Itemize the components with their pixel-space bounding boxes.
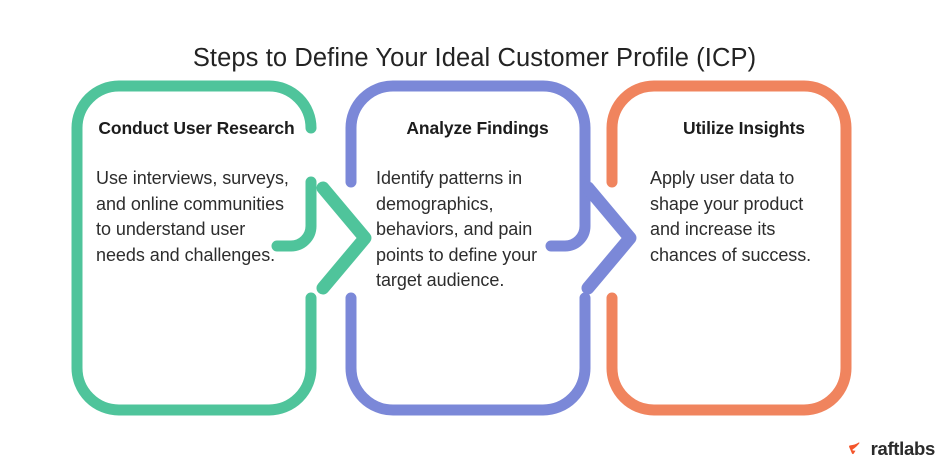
raftlabs-flag-icon [848,441,859,454]
step-card-content: Utilize Insights Apply user data to shap… [612,86,846,410]
step-card-heading: Utilize Insights [683,118,805,138]
step-card-heading: Analyze Findings [406,118,549,138]
step-card-description: Identify patterns in demographics, behav… [376,168,538,291]
step-card-description: Use interviews, surveys, and online comm… [96,168,289,265]
step-card-heading: Conduct User Research [98,118,295,138]
step-card-analyze-findings[interactable]: Analyze Findings Identify patterns in de… [345,80,591,416]
step-card-conduct-user-research[interactable]: Conduct User Research Use interviews, su… [71,80,317,416]
step-card-content: Analyze Findings Identify patterns in de… [351,86,585,410]
step-card-content: Conduct User Research Use interviews, su… [77,86,311,410]
page-title: Steps to Define Your Ideal Customer Prof… [192,44,757,73]
step-card-utilize-insights[interactable]: Utilize Insights Apply user data to shap… [606,80,852,416]
raftlabs-logo[interactable]: raftlabs [847,438,936,459]
raftlabs-logo-text: raftlabs [870,438,936,459]
step-card-description: Apply user data to shape your product an… [650,168,812,265]
